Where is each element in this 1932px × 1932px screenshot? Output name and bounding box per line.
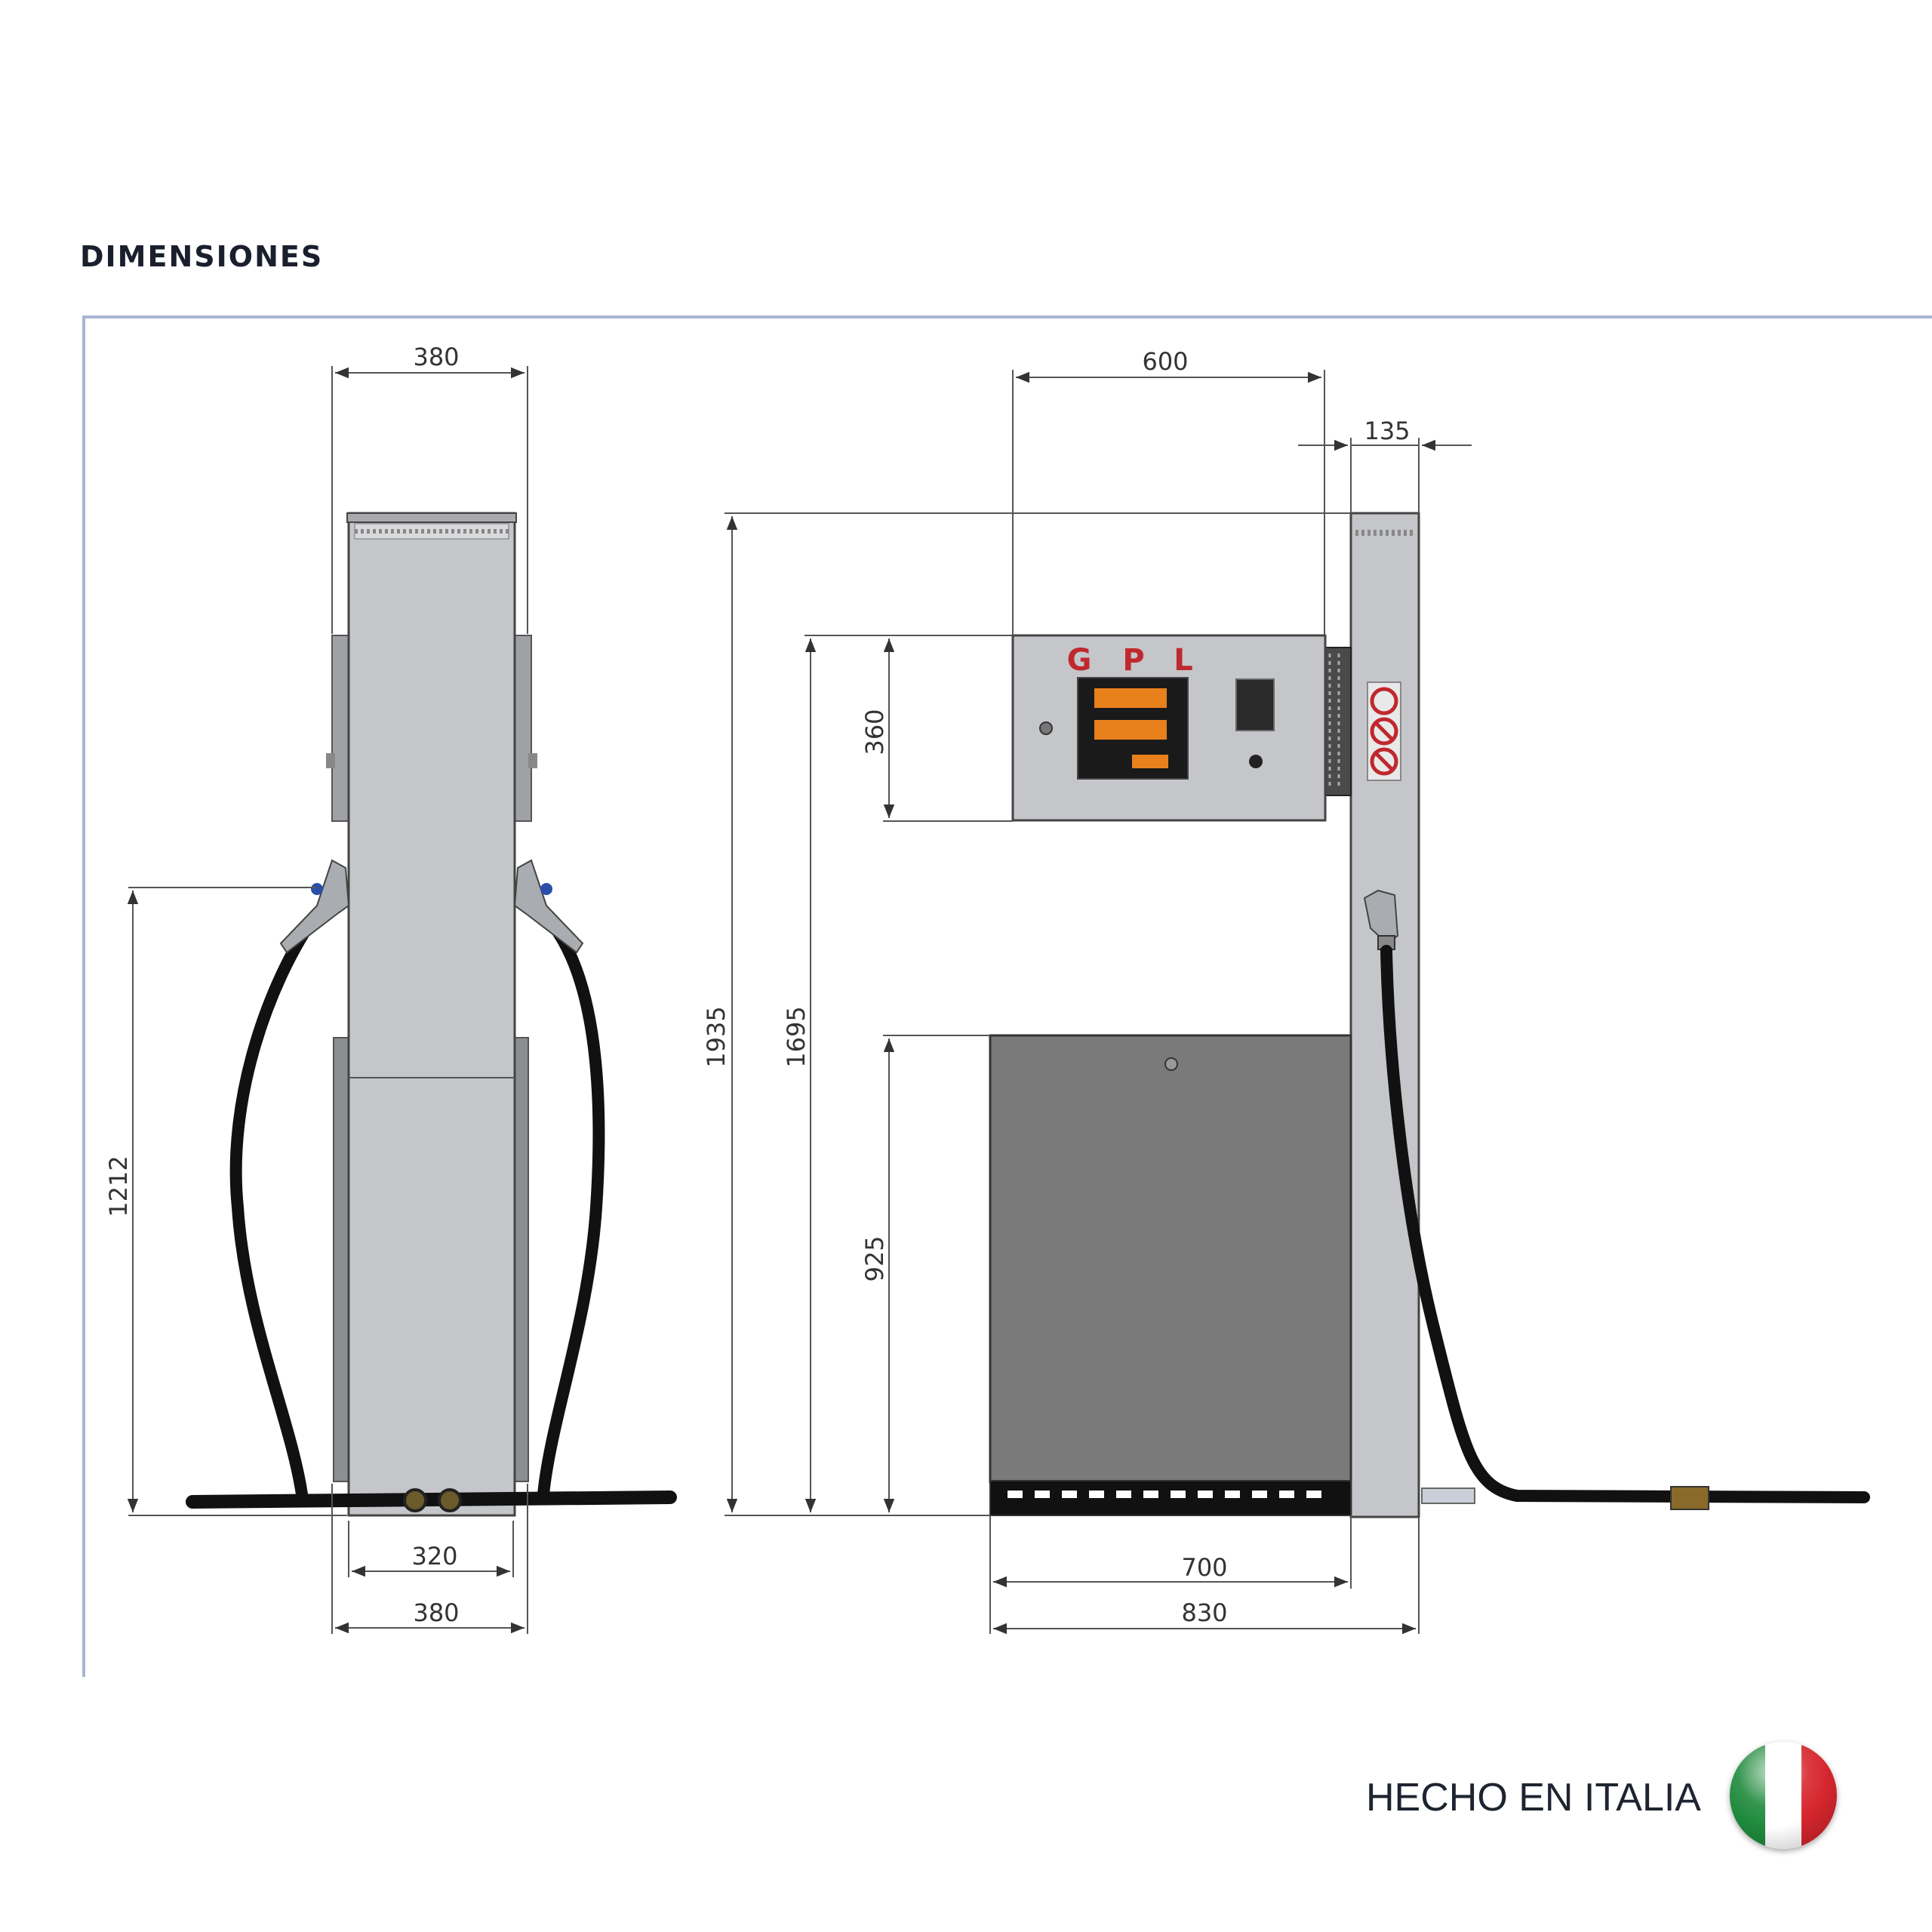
display-width-label: 600: [1142, 347, 1188, 376]
total-width-label: 830: [1181, 1598, 1227, 1627]
front-base-outer-label: 380: [413, 1598, 459, 1627]
made-in-label: HECHO EN ITALIA: [1365, 1776, 1701, 1820]
cabinet-height-label: 925: [860, 1235, 889, 1281]
warning-signs-icon: [1367, 681, 1401, 781]
front-base-inner-label: 320: [411, 1542, 457, 1571]
display-letter-g: G: [1067, 643, 1092, 678]
total-height-label: 1935: [702, 1006, 731, 1067]
drawing-frame: [82, 315, 1932, 1677]
section-title: DIMENSIONES: [80, 240, 324, 273]
side-view: G P L: [989, 512, 1870, 1518]
display-top-height-label: 1695: [782, 1006, 811, 1067]
front-dimensions: 380 1212 320 380: [104, 343, 528, 1634]
column-depth-label: 135: [1364, 417, 1410, 445]
italy-flag-icon: [1730, 1742, 1837, 1849]
display-height-label: 360: [860, 709, 889, 755]
front-view: [186, 512, 677, 1517]
front-nozzle-height-label: 1212: [104, 1155, 133, 1217]
display-letter-p: P: [1122, 643, 1144, 678]
display-letter-l: L: [1174, 643, 1193, 678]
cabinet-width-label: 700: [1181, 1553, 1227, 1582]
keypad-icon: [1235, 678, 1275, 731]
side-dimensions: 600 135 1935 1695 360 925 700 830: [702, 347, 1472, 1635]
front-width-top-label: 380: [413, 343, 459, 371]
pump-cabinet: [989, 1034, 1352, 1484]
